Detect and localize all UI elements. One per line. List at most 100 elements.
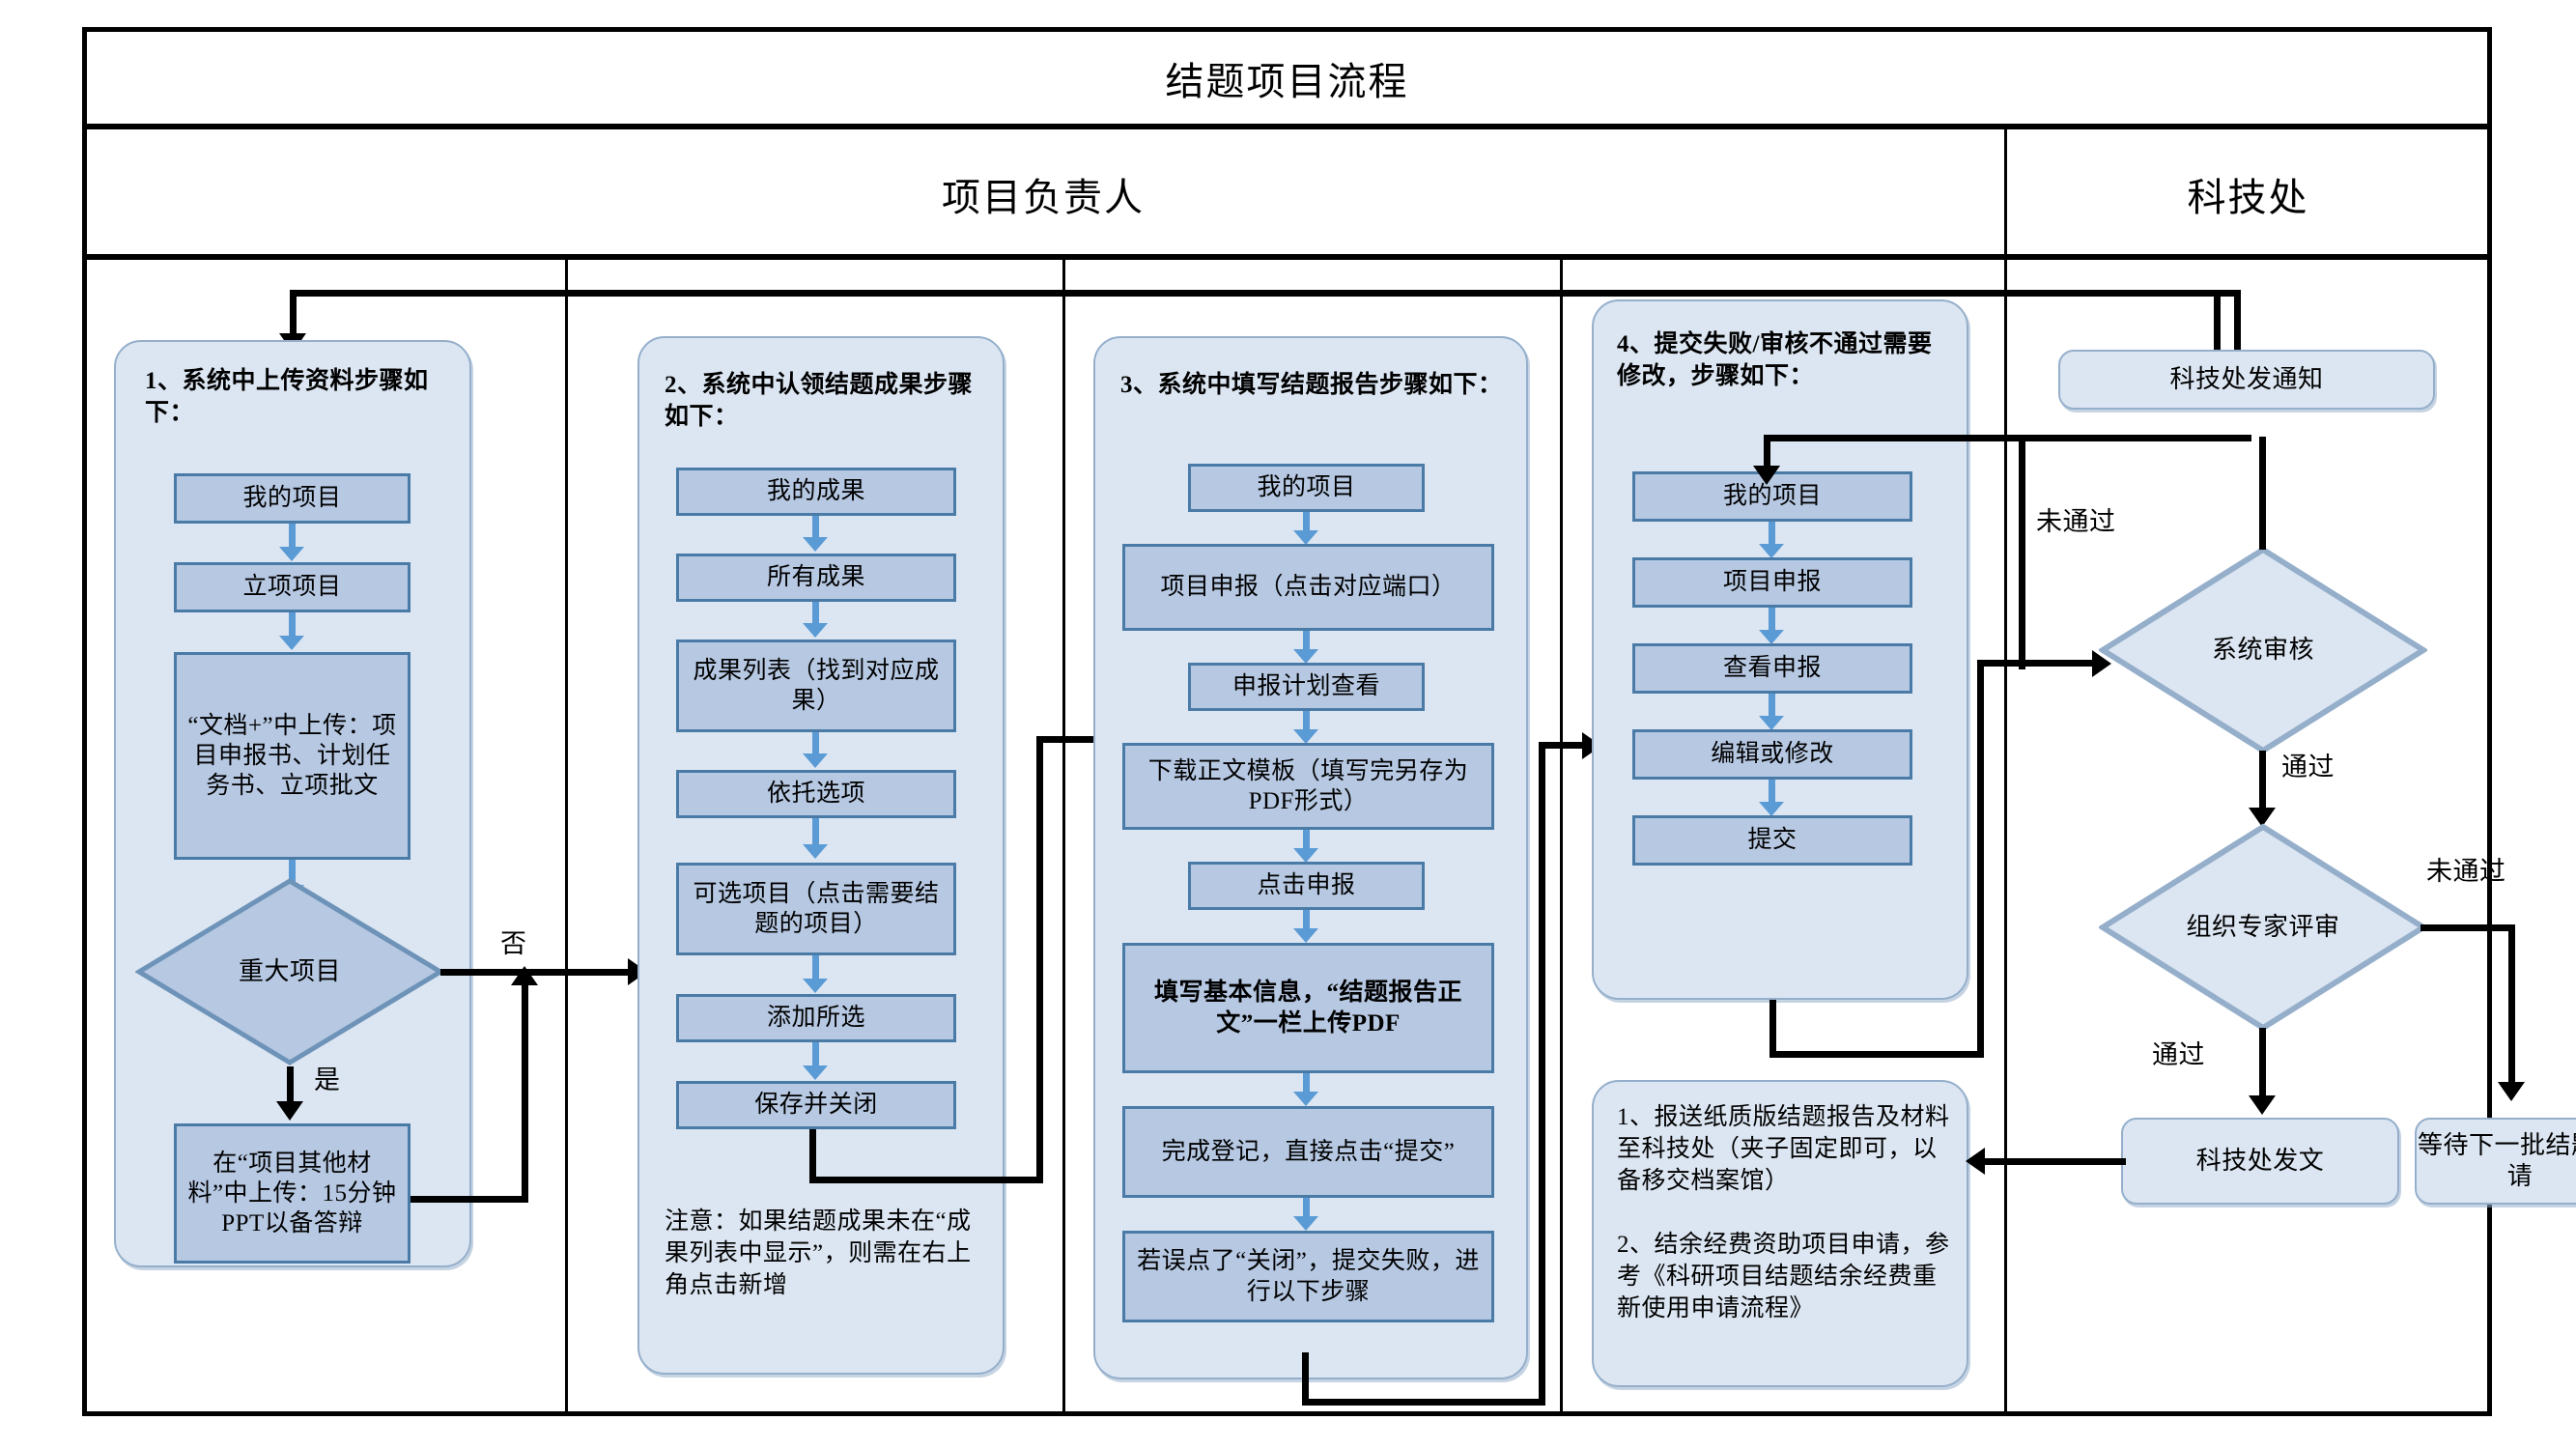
step1-box-3[interactable]: “文档+”中上传：项目申报书、计划任务书、立项批文 <box>174 652 410 860</box>
lane-label: 科技处 <box>2187 175 2309 219</box>
node-system-review-label: 系统审核 <box>2211 636 2314 665</box>
step2-box-1[interactable]: 我的成果 <box>676 468 956 516</box>
sysreview-fail-drop <box>1764 435 1770 471</box>
step2-conn-4 <box>812 818 819 847</box>
node-system-review[interactable]: 系统审核 <box>2097 546 2429 754</box>
step2-arrow-5 <box>803 979 828 993</box>
submit-to-review-riser <box>1977 660 1984 1058</box>
step3-to-step4-horizontal <box>1302 1399 1545 1406</box>
notify-to-col1-riser <box>2234 290 2241 350</box>
submit-to-review-arrowhead <box>2092 650 2111 677</box>
step2-to-step3-riser <box>1036 736 1043 1183</box>
step1-decision-label: 重大项目 <box>238 957 341 986</box>
step4-note-2: 2、结余经费资助项目申请，参考《科研项目结题结余经费重新使用申请流程》 <box>1617 1232 1950 1321</box>
node-expert-review-label: 组织专家评审 <box>2186 913 2340 942</box>
sysreview-top-feed <box>2259 437 2266 550</box>
step3-box-2[interactable]: 项目申报（点击对应端口） <box>1122 544 1494 631</box>
step1-yes-arrowhead <box>276 1101 303 1121</box>
step1-no-branch-line <box>440 969 643 976</box>
step3-to-step4-entry <box>1539 742 1589 749</box>
step2-box-3[interactable]: 成果列表（找到对应成果） <box>676 639 956 732</box>
step2-box-2[interactable]: 所有成果 <box>676 554 956 602</box>
panel-step2-heading: 2、系统中认领结题成果步骤如下： <box>665 372 974 430</box>
step1-decision-major-project[interactable]: 重大项目 <box>134 877 445 1066</box>
step1-yes-branch-line <box>287 1066 294 1107</box>
sysreview-fail-top <box>2019 435 2251 441</box>
expert-fail-horizontal <box>2420 924 2515 931</box>
step4-arrow-4 <box>1759 802 1784 816</box>
step3-box-6[interactable]: 填写基本信息，“结题报告正文”一栏上传PDF <box>1122 943 1494 1073</box>
node-expert-review[interactable]: 组织专家评审 <box>2097 823 2429 1032</box>
step1-conn-2 <box>289 612 296 639</box>
step4-conn-1 <box>1769 522 1775 547</box>
column-divider-1 <box>565 260 568 1413</box>
step1-no-label: 否 <box>500 929 527 958</box>
sysreview-pass-line <box>2259 751 2266 820</box>
step3-conn-3 <box>1303 711 1310 732</box>
document-to-notes-arrowhead <box>1966 1148 1985 1175</box>
submit-drop <box>1769 1000 1776 1058</box>
notify-to-col1-horizontal <box>290 290 2241 297</box>
lane-header-divider-h <box>82 254 2492 260</box>
step1-conn-3 <box>289 860 296 889</box>
step3-arrow-1 <box>1293 530 1318 545</box>
diagram-title-row: 结题项目流程 <box>82 27 2492 128</box>
step1-box-5[interactable]: 在“项目其他材料”中上传：15分钟PPT以备答辩 <box>174 1123 410 1264</box>
step2-box-5[interactable]: 可选项目（点击需要结题的项目） <box>676 863 956 955</box>
step3-arrow-3 <box>1293 729 1318 744</box>
notice-feed-line <box>2214 290 2221 350</box>
step4-box-2[interactable]: 项目申报 <box>1632 557 1912 608</box>
step3-box-4[interactable]: 下载正文模板（填写完另存为PDF形式） <box>1122 743 1494 830</box>
expert-pass-arrowhead <box>2249 1095 2276 1115</box>
step3-conn-7 <box>1303 1198 1310 1219</box>
step2-box-7[interactable]: 保存并关闭 <box>676 1081 956 1129</box>
step2-conn-3 <box>812 732 819 756</box>
step2-arrow-2 <box>803 623 828 638</box>
step3-conn-1 <box>1303 512 1310 533</box>
step1-box-1[interactable]: 我的项目 <box>174 473 410 524</box>
column-divider-3 <box>1560 260 1563 1413</box>
step2-arrow-3 <box>803 753 828 768</box>
sysreview-pass-label: 通过 <box>2281 753 2335 781</box>
panel-step3-heading: 3、系统中填写结题报告步骤如下： <box>1120 372 1503 398</box>
step4-box-3[interactable]: 查看申报 <box>1632 643 1912 694</box>
step4-box-4[interactable]: 编辑或修改 <box>1632 729 1912 780</box>
node-tech-office-notice[interactable]: 科技处发通知 <box>2058 350 2435 410</box>
lane-header-project-leader: 项目负责人 <box>82 133 2004 254</box>
expert-pass-label: 通过 <box>2152 1040 2205 1069</box>
node-tech-office-document[interactable]: 科技处发文 <box>2121 1118 2399 1205</box>
step4-conn-3 <box>1769 694 1775 719</box>
step4-arrow-2 <box>1759 630 1784 644</box>
step3-box-7[interactable]: 完成登记，直接点击“提交” <box>1122 1106 1494 1198</box>
step2-to-step3-entry <box>1036 736 1133 743</box>
step3-box-1[interactable]: 我的项目 <box>1188 464 1425 512</box>
submit-to-review-entry <box>1977 660 2099 667</box>
diagram-frame <box>82 27 2492 1416</box>
step3-box-3[interactable]: 申报计划查看 <box>1188 663 1425 711</box>
step2-box-6[interactable]: 添加所选 <box>676 994 956 1042</box>
submit-to-review-horizontal <box>1769 1051 1984 1058</box>
step1-conn-1 <box>289 524 296 551</box>
step2-note: 注意：如果结题成果未在“成果列表中显示”，则需在右上角点击新增 <box>665 1208 972 1298</box>
step3-box-5[interactable]: 点击申报 <box>1188 862 1425 910</box>
step2-box-4[interactable]: 依托选项 <box>676 770 956 818</box>
step4-box-5[interactable]: 提交 <box>1632 815 1912 866</box>
step3-arrow-2 <box>1293 649 1318 664</box>
step3-box-8[interactable]: 若误点了“关闭”，提交失败，进行以下步骤 <box>1122 1231 1494 1322</box>
step1-arrow-1 <box>279 547 304 561</box>
step3-conn-4 <box>1303 830 1310 851</box>
step2-to-step3-drop <box>809 1129 816 1183</box>
title-divider <box>82 124 2492 129</box>
step2-arrow-1 <box>803 537 828 552</box>
step3-arrow-6 <box>1293 1092 1318 1106</box>
step4-arrow-1 <box>1759 544 1784 558</box>
step2-arrow-6 <box>803 1065 828 1080</box>
node-wait-next-batch[interactable]: 等待下一批结题申请 <box>2415 1118 2576 1205</box>
step1-box-2[interactable]: 立项项目 <box>174 562 410 612</box>
step4-box-1[interactable]: 我的项目 <box>1632 471 1912 522</box>
step1-yes-label: 是 <box>314 1065 341 1094</box>
panel-step1-heading: 1、系统中上传资料步骤如下： <box>145 368 429 426</box>
step2-conn-5 <box>812 955 819 981</box>
sysreview-fail-arrowhead <box>1753 466 1780 485</box>
